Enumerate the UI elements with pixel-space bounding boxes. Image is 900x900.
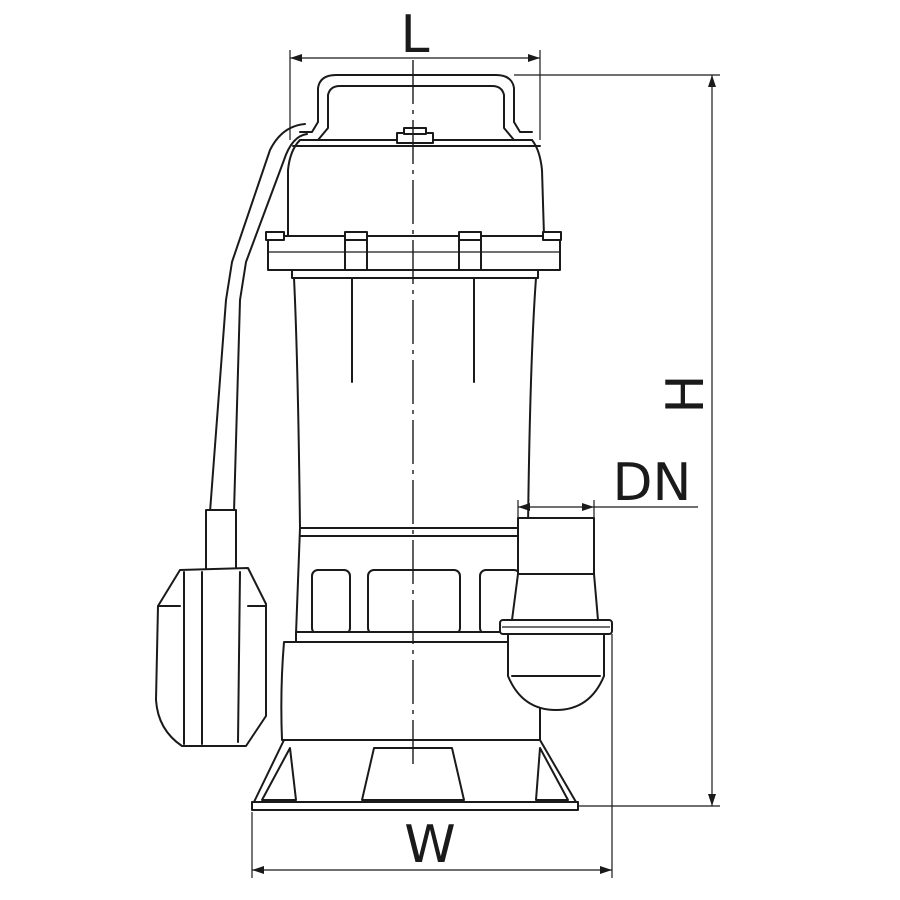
label-length: L [401, 5, 430, 65]
label-outlet-diameter: DN [613, 453, 692, 513]
dimension-height [514, 74, 720, 807]
base-stand [251, 739, 579, 811]
float-switch [155, 509, 267, 747]
discharge-outlet [499, 517, 613, 711]
dimension-length [289, 50, 541, 140]
label-width: W [404, 815, 455, 875]
motor-housing [293, 277, 537, 529]
pump-middle-section [295, 527, 529, 635]
motor-top-cover [287, 127, 545, 237]
pump-volute [280, 631, 541, 741]
dimension-outlet-diameter [517, 500, 698, 518]
flange-bolt [265, 231, 562, 241]
rib-slot [367, 569, 461, 635]
power-cable [209, 123, 308, 513]
rib-slot [311, 569, 351, 635]
dimension-width [251, 634, 613, 878]
label-height: H [656, 374, 716, 413]
carry-handle [299, 74, 533, 141]
